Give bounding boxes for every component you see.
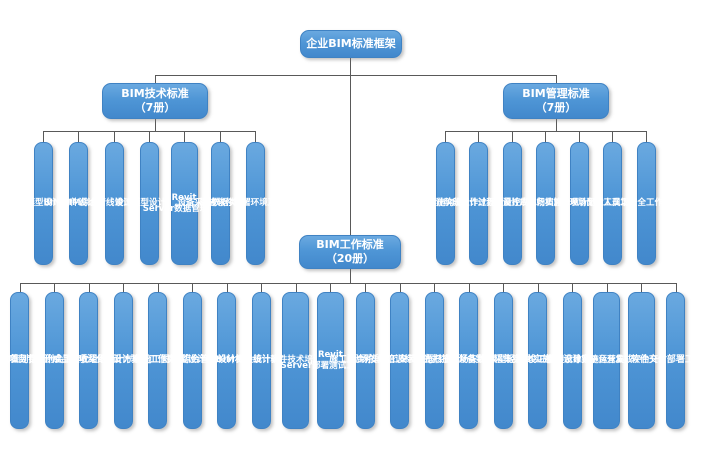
standard-item: 项目专项例会工作流程	[9, 292, 99, 429]
tech-branch-title: BIM技术标准	[121, 87, 189, 100]
connector-line	[155, 75, 156, 83]
connector-line	[19, 283, 21, 292]
mgmt-branch-subtitle: （7册）	[535, 101, 577, 114]
connector-line	[675, 283, 677, 292]
standard-item: 现场实施分项计划编制要求	[528, 142, 630, 265]
standard-item: 施工现场安全工作管理办法	[595, 142, 697, 265]
standard-item: 设计阶段工作计划编制要求	[427, 142, 529, 265]
standard-item: 现场技术培训标准及流程	[350, 292, 449, 429]
connector-line	[365, 283, 366, 292]
standard-item: 施工图模型设计实施流程	[143, 292, 242, 429]
root-node-label: 企业BIM标准框架	[306, 37, 396, 50]
standard-item: Revit Server部署测试工作流程	[281, 292, 380, 429]
connector-line	[123, 283, 125, 292]
connector-line	[43, 131, 44, 142]
standard-item: 软件交付部署工作流程	[631, 292, 704, 429]
connector-line	[512, 131, 513, 142]
connector-line	[537, 283, 539, 292]
standard-item: 竣工模型设计要求	[115, 142, 183, 265]
connector-line	[445, 131, 446, 142]
standard-item: 实施软件部署环境及硬件要求	[200, 142, 310, 265]
connector-line	[399, 283, 401, 292]
tech-branch-node: BIM技术标准 （7册）	[102, 83, 208, 119]
standard-item: BIM材料统计实施细则	[216, 292, 307, 429]
standard-item: 设备采集数据类型标准	[178, 142, 263, 265]
standard-item: 施工配合阶段流程	[329, 292, 401, 429]
connector-line	[54, 283, 56, 292]
connector-line	[468, 283, 470, 292]
standard-item: 专项深化设计方案评审流程	[69, 292, 177, 429]
connector-line	[295, 283, 297, 292]
root-node: 企业BIM标准框架	[300, 30, 402, 58]
connector-line	[226, 283, 228, 292]
standard-item: BIM综合管线设计制图标准	[62, 142, 166, 265]
connector-line	[261, 283, 263, 292]
standard-item: 激光扫描现场实施工作流程	[415, 292, 523, 429]
connector-line	[556, 75, 557, 83]
connector-line	[350, 269, 351, 283]
connector-line	[478, 131, 479, 142]
connector-line	[434, 283, 436, 292]
standard-item: 设计验证工作实施流程	[113, 292, 203, 429]
connector-line	[155, 119, 156, 131]
connector-line	[78, 131, 79, 142]
standard-item: 专业设计软件技术培训工作流程	[236, 292, 355, 429]
connector-line	[646, 131, 647, 142]
connector-line	[579, 131, 580, 142]
tech-branch-subtitle: （7册）	[134, 101, 176, 114]
connector-line	[350, 58, 351, 235]
connector-line	[184, 131, 185, 142]
standard-item: 三维设施运营集成平台开发实施工作流程	[565, 292, 704, 429]
connector-line	[612, 131, 613, 142]
standard-item: BIM模型设计标准	[8, 142, 78, 265]
standard-item: 设计成品验收组织工作流程	[35, 292, 143, 429]
standard-item: 三维展示导览平台开发实施工作流程	[539, 292, 675, 429]
standard-item: 设备数据采集实施流程	[458, 292, 548, 429]
connector-line	[572, 283, 574, 292]
work-branch-node: BIM工作标准 （20册）	[299, 235, 401, 269]
connector-line	[606, 283, 608, 292]
standard-item: 竣工模型设计实施流程	[527, 292, 617, 429]
connector-line	[192, 283, 194, 292]
connector-line	[220, 131, 221, 142]
work-branch-subtitle: （20册）	[325, 252, 375, 265]
standard-item: 设计成品归档管理办法	[503, 142, 588, 265]
connector-line	[641, 283, 643, 292]
standard-item: 设计过程质量控制管理办法	[461, 142, 563, 265]
standard-item: 现场配合人员工作细则	[570, 142, 655, 265]
connector-line	[157, 283, 159, 292]
connector-line	[503, 283, 505, 292]
connector-line	[114, 131, 115, 142]
mgmt-branch-node: BIM管理标准 （7册）	[503, 83, 609, 119]
connector-line	[556, 119, 557, 131]
connector-line	[155, 75, 556, 76]
standard-item: 综合管线设计实施流程	[182, 292, 272, 429]
standard-item: BIM构件设计标准	[43, 142, 113, 265]
connector-line	[149, 131, 150, 142]
work-branch-title: BIM工作标准	[316, 238, 384, 251]
standard-item: BIM项目实施沟通指导手册	[393, 142, 497, 265]
connector-line	[330, 283, 332, 292]
connector-line	[545, 131, 546, 142]
connector-line	[19, 283, 676, 284]
standard-item: 模型轻量化实施工作流程	[488, 292, 587, 429]
mgmt-branch-title: BIM管理标准	[522, 87, 590, 100]
connector-line	[255, 131, 256, 142]
standard-item: 施工安装数据核查工作流程	[380, 292, 488, 429]
connector-line	[88, 283, 90, 292]
standard-item: Revit Server数据管理标准	[143, 142, 225, 265]
